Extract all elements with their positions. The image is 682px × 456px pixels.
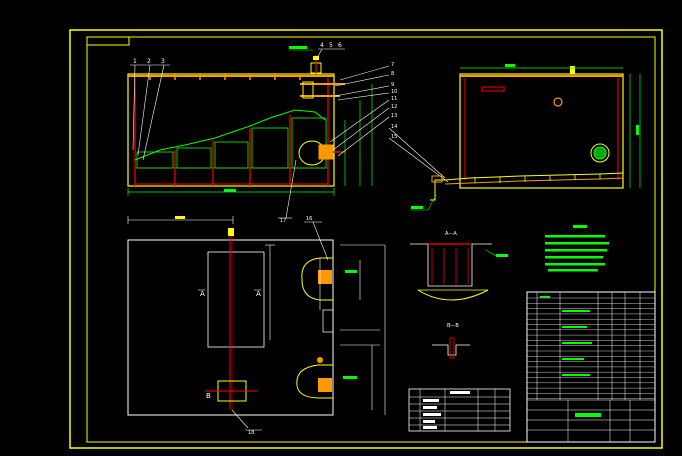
callouts-top-left: 1 2 3 (130, 58, 170, 161)
svg-text:B: B (206, 392, 211, 400)
svg-text:13: 13 (391, 113, 397, 119)
callout-17: 17 (278, 159, 297, 224)
front-elevation-view (127, 46, 373, 196)
parts-list-small (408, 388, 511, 432)
svg-text:1: 1 (133, 58, 137, 65)
svg-text:12: 12 (391, 104, 397, 110)
svg-text:14: 14 (391, 124, 397, 130)
svg-text:B—B: B—B (447, 323, 459, 329)
title-block (526, 291, 656, 443)
svg-text:4: 4 (320, 42, 324, 49)
sheet-corner-box (86, 36, 130, 46)
callout-16: 16 (304, 216, 329, 261)
svg-text:7: 7 (391, 62, 394, 68)
svg-text:16: 16 (306, 216, 312, 222)
side-view (410, 64, 641, 211)
sheet-inner-frame (86, 36, 656, 443)
svg-text:5: 5 (329, 42, 333, 49)
svg-text:A—A: A—A (445, 231, 457, 237)
section-a-a: A—A (410, 231, 508, 301)
svg-text:3: 3 (161, 58, 165, 65)
svg-text:6: 6 (338, 42, 342, 49)
svg-text:8: 8 (391, 71, 394, 77)
svg-text:9: 9 (391, 82, 394, 88)
svg-text:A: A (200, 290, 205, 298)
svg-text:18: 18 (248, 430, 254, 436)
technical-notes (545, 225, 609, 272)
plan-view (127, 216, 386, 416)
svg-text:11: 11 (391, 96, 397, 102)
callouts-right-stack: 7 8 9 10 11 12 13 14 15 (329, 62, 449, 183)
svg-text:A: A (256, 290, 261, 298)
section-markers: A A B (198, 289, 261, 400)
callouts-top-center: 4 5 6 (315, 42, 345, 61)
svg-text:10: 10 (391, 89, 397, 95)
callout-18: 18 (231, 409, 262, 436)
sheet-outer-border (69, 29, 663, 449)
section-b-b: B—B (432, 323, 470, 359)
svg-text:2: 2 (147, 58, 151, 65)
svg-text:15: 15 (391, 134, 397, 140)
svg-text:17: 17 (280, 218, 286, 224)
